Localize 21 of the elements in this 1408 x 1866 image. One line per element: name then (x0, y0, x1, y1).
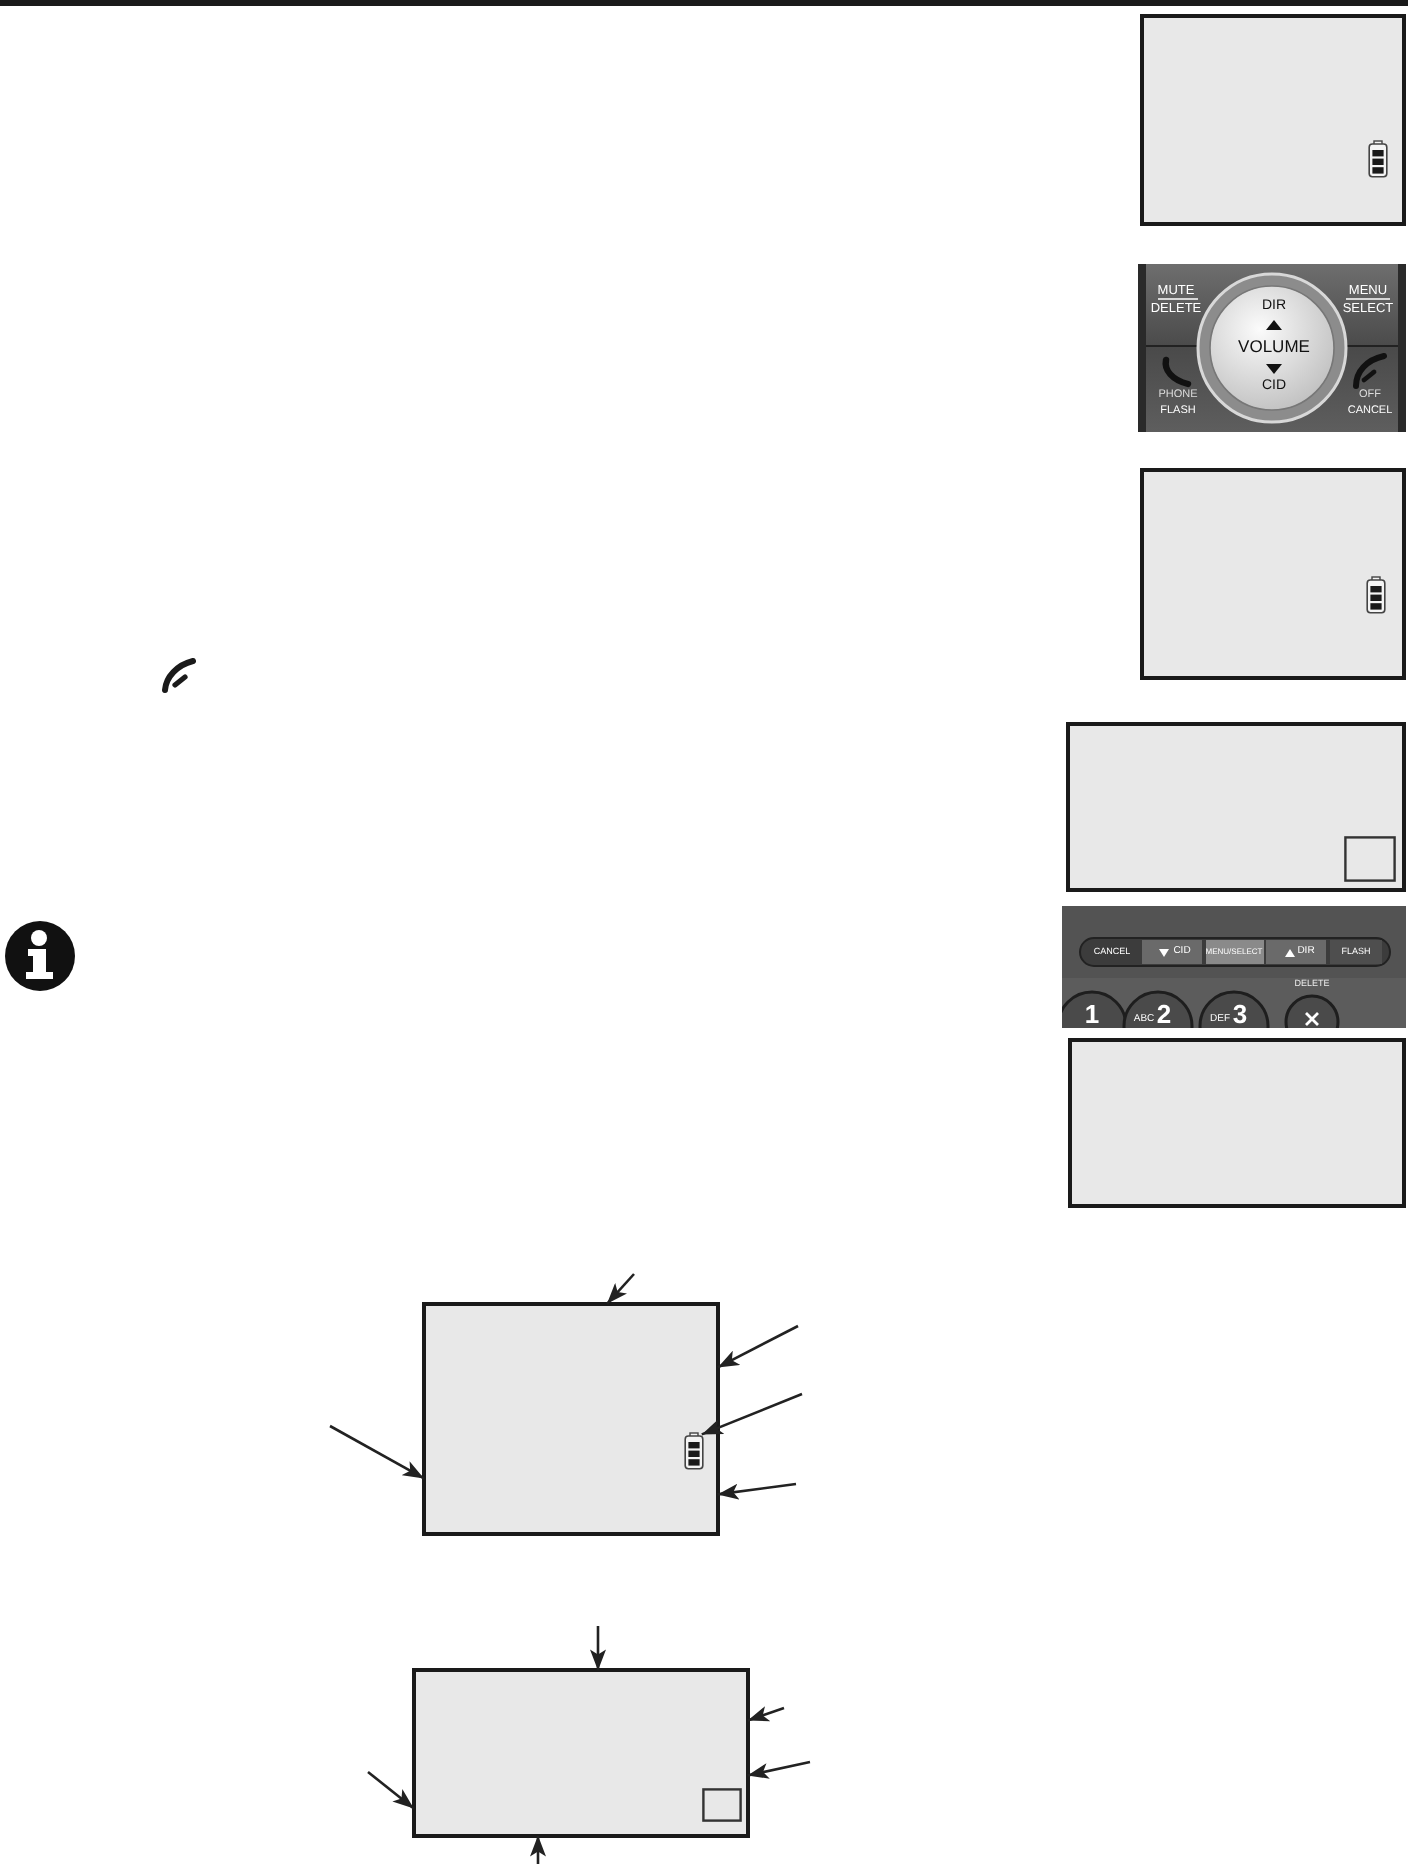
leader-arrow (747, 1760, 811, 1779)
lcd-screen (1068, 1038, 1406, 1208)
leader-arrow (530, 1835, 546, 1864)
battery-icon (684, 1432, 704, 1470)
lcd-screen (422, 1302, 720, 1536)
leader-arrow (747, 1706, 785, 1722)
key-label: VOLUME (1238, 337, 1310, 355)
leader-arrow (367, 1771, 415, 1810)
key-label: 2 (1156, 1001, 1172, 1027)
leader-arrow (717, 1324, 799, 1369)
lcd-screen (1066, 722, 1406, 892)
lcd-screen (1140, 14, 1406, 226)
key-label: 1 (1084, 1001, 1100, 1027)
leader-arrow (701, 1392, 803, 1436)
leader-arrow (717, 1482, 797, 1500)
lcd-screen (412, 1668, 750, 1838)
lcd-screen (1140, 468, 1406, 680)
key-label: 3 (1232, 1001, 1248, 1027)
leader-arrow (590, 1626, 606, 1671)
leader-arrow (329, 1424, 425, 1480)
leader-arrow (606, 1273, 635, 1305)
